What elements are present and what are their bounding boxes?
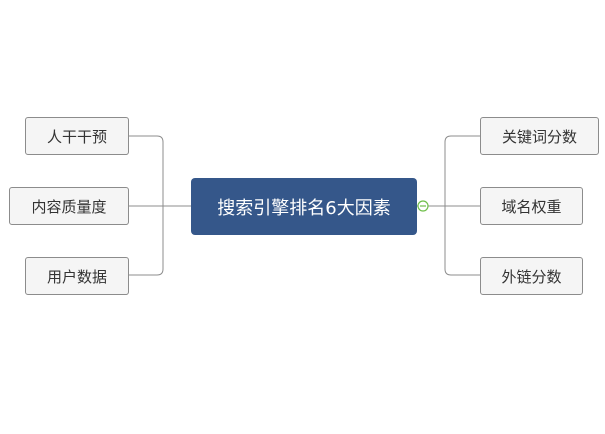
topic-content-quality[interactable]: 内容质量度 [9,187,129,225]
topic-label: 关键词分数 [501,127,577,146]
topic-user-data[interactable]: 用户数据 [25,257,129,295]
topic-label: 外链分数 [501,267,562,286]
topic-label: 用户数据 [46,267,107,286]
topic-domain-authority[interactable]: 域名权重 [480,187,583,225]
connector-right-trunk [417,135,480,276]
topic-human-intervention[interactable]: 人干干预 [25,117,129,155]
root-topic-label: 搜索引擎排名6大因素 [217,197,391,219]
root-topic[interactable]: 搜索引擎排名6大因素 [191,178,417,235]
topic-backlink-score[interactable]: 外链分数 [480,257,583,295]
topic-label: 内容质量度 [31,197,107,216]
collapse-toggle-icon[interactable] [417,200,429,212]
topic-label: 域名权重 [501,197,562,216]
topic-keyword-score[interactable]: 关键词分数 [480,117,599,155]
connector-left-trunk [129,135,191,276]
topic-label: 人干干预 [46,127,107,146]
